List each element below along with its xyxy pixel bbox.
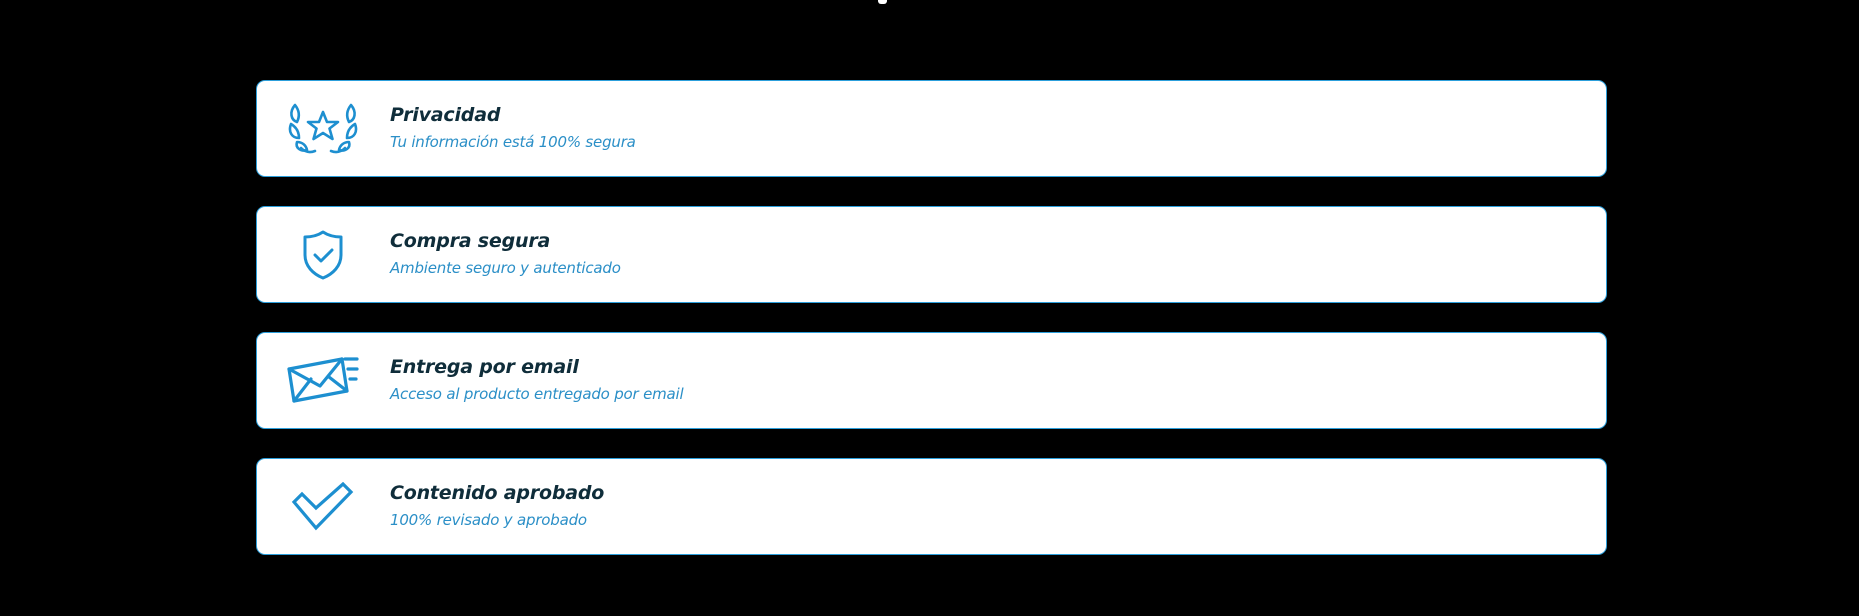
- envelope-icon: [287, 352, 359, 410]
- cropped-heading-fragment: [0, 0, 1859, 6]
- laurel-star-icon: [287, 100, 359, 158]
- heading-glyph-fragment: [878, 0, 887, 4]
- feature-title: Compra segura: [390, 230, 551, 252]
- feature-card-privacy: Privacidad Tu información está 100% segu…: [256, 80, 1607, 177]
- feature-card-approved-content: Contenido aprobado 100% revisado y aprob…: [256, 458, 1607, 555]
- feature-subtitle: 100% revisado y aprobado: [390, 511, 587, 529]
- feature-list: Privacidad Tu información está 100% segu…: [256, 80, 1607, 584]
- checkmark-icon: [287, 478, 359, 536]
- feature-title: Privacidad: [390, 104, 501, 126]
- feature-subtitle: Tu información está 100% segura: [390, 133, 636, 151]
- shield-check-icon: [287, 226, 359, 284]
- feature-title: Contenido aprobado: [390, 482, 605, 504]
- feature-title: Entrega por email: [390, 356, 579, 378]
- feature-card-secure-purchase: Compra segura Ambiente seguro y autentic…: [256, 206, 1607, 303]
- feature-card-email-delivery: Entrega por email Acceso al producto ent…: [256, 332, 1607, 429]
- feature-subtitle: Acceso al producto entregado por email: [390, 385, 684, 403]
- feature-subtitle: Ambiente seguro y autenticado: [390, 259, 621, 277]
